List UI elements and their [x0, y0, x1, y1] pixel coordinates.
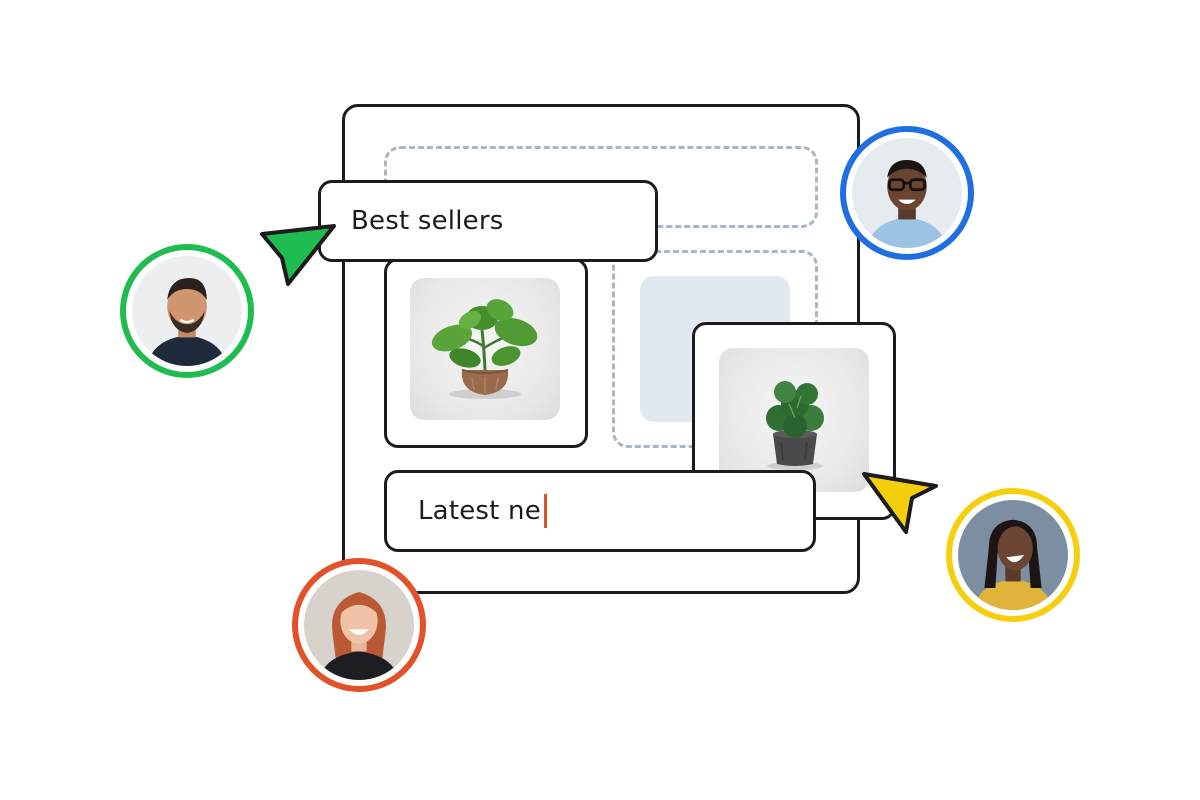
avatar-collaborator-red[interactable] [292, 558, 426, 692]
heading-text: Best sellers [351, 206, 504, 236]
plant-image-dark-pot [719, 348, 869, 492]
collaborator-cursor-yellow [860, 470, 940, 538]
person-portrait-icon [958, 500, 1068, 610]
plant-image-terracotta [410, 278, 560, 420]
collaborator-cursor-green [258, 222, 338, 288]
person-portrait-icon [304, 570, 414, 680]
avatar-collaborator-yellow[interactable] [946, 488, 1080, 622]
arrow-pointer-icon [260, 224, 336, 286]
arrow-pointer-icon [862, 472, 938, 534]
avatar-collaborator-blue[interactable] [840, 126, 974, 260]
potted-plant-icon [431, 299, 538, 399]
text-caret [543, 494, 547, 528]
person-portrait-icon [852, 138, 962, 248]
typing-text: Latest ne [418, 496, 541, 526]
typing-text-block[interactable]: Latest ne [384, 470, 816, 552]
heading-text-block[interactable]: Best sellers [318, 180, 658, 262]
avatar-collaborator-green[interactable] [120, 244, 254, 378]
potted-plant-icon [766, 381, 824, 470]
person-portrait-icon [132, 256, 242, 366]
